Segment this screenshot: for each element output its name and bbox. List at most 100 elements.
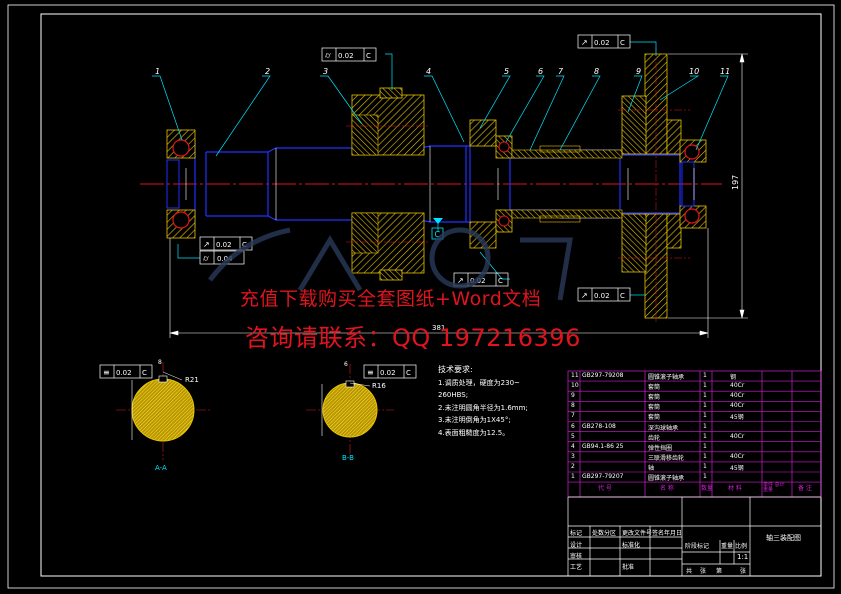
bom-cell-material: 40Cr	[730, 452, 745, 460]
watermark-line-2: 咨询请联系：QQ 197216396	[245, 324, 581, 352]
bom-cell-qty: 1	[703, 382, 707, 390]
bom-cell-qty: 1	[703, 452, 707, 460]
bom-row-index: 10	[571, 382, 579, 390]
bom-row-index: 7	[571, 412, 575, 420]
bom-cell-code: GB297-79208	[582, 372, 624, 379]
svg-text:6: 6	[538, 67, 543, 76]
svg-text:0.02: 0.02	[594, 292, 610, 300]
tech-item: 1.调质处理，硬度为230~	[438, 378, 520, 387]
bom-cell-material: 45钢	[730, 414, 744, 422]
svg-text:C: C	[366, 52, 371, 60]
tolerance-frame-right: ↗ 0.02 C	[577, 287, 631, 302]
svg-text:7: 7	[558, 67, 564, 76]
tolerance-frame-top-left: ⌭ 0.02 C	[321, 47, 377, 62]
svg-text:↗: ↗	[457, 276, 464, 285]
dim-height: 197	[731, 175, 740, 190]
bom-cell-material: 40Cr	[730, 432, 745, 440]
bom-cell-code: GB297-79207	[582, 473, 624, 480]
svg-text:0.02: 0.02	[338, 52, 354, 60]
bearing-6	[495, 135, 513, 233]
tech-item: 3.未注明倒角为1X45°;	[438, 416, 511, 424]
tb-label: 工艺	[570, 564, 583, 571]
bom-cell-qty: 1	[703, 392, 707, 400]
bom-header-weight: 单件 总计 重量	[763, 482, 785, 494]
tech-title: 技术要求:	[438, 365, 473, 374]
svg-text:↗: ↗	[203, 240, 210, 249]
sheet-border	[7, 4, 835, 589]
stage-label: 阶段标记	[685, 543, 710, 550]
sheet-label: 张	[700, 568, 707, 575]
watermark-line-1: 充值下载购买全套图纸+Word文档	[240, 288, 542, 310]
tolerance-frame-top-right: ↗ 0.02 C	[577, 34, 631, 49]
bom-cell-name: 齿轮	[648, 434, 661, 442]
svg-text:⌭: ⌭	[203, 254, 209, 263]
svg-text:1: 1	[155, 67, 160, 76]
bom-cell-name: 圆锥滚子轴承	[648, 374, 685, 381]
tb-label: 签名	[652, 530, 665, 537]
bom-row-index: 2	[571, 462, 575, 470]
bom-cell-material: 40Cr	[730, 402, 745, 410]
bom-cell-qty: 1	[703, 473, 707, 480]
svg-text:8: 8	[158, 359, 162, 366]
bom-cell-name: 套筒	[648, 394, 661, 402]
bom-cell-name: 轴	[648, 464, 655, 472]
leader-lines	[152, 41, 729, 296]
bom-row-index: 5	[571, 432, 575, 440]
bom-cell-code: GB94.1-86 25	[582, 442, 624, 450]
svg-text:0.02: 0.02	[380, 369, 396, 377]
bom-row-index: 6	[571, 422, 575, 430]
bom-cell-qty: 1	[703, 442, 707, 450]
tb-label: 更改文件号	[622, 530, 653, 537]
watermark-logo	[208, 227, 573, 301]
svg-text:B-B: B-B	[342, 454, 354, 462]
svg-text:C: C	[406, 369, 411, 377]
bom-cell-qty: 1	[703, 372, 707, 379]
tb-label: 设计	[570, 542, 583, 549]
scale-value: 1:1	[737, 553, 749, 561]
svg-text:0.02: 0.02	[594, 39, 610, 47]
bom-row-index: 9	[571, 392, 575, 400]
section-b: R16 6 B-B ≡ 0.02 C	[306, 361, 417, 462]
svg-text:4: 4	[426, 67, 431, 76]
gear-3	[346, 87, 430, 281]
svg-text:3: 3	[323, 67, 328, 76]
section-a: R21 8 A-A ≡ 0.02 C	[99, 359, 210, 472]
bom-header-material: 材 料	[728, 485, 742, 493]
tech-item: 2.未注明圆角半径为1.6mm;	[438, 403, 528, 412]
svg-text:2: 2	[265, 67, 270, 76]
bom-cell-name: 深沟球轴承	[648, 424, 679, 432]
bom-row-index: 4	[571, 442, 575, 450]
tech-item: 260HBS;	[438, 391, 469, 399]
tb-label: 标准化	[622, 542, 641, 549]
bom-row-index: 3	[571, 452, 575, 460]
drawing-name: 轴三装配图	[766, 534, 801, 542]
sliding-gear-10	[618, 48, 690, 324]
sheet-label: 第	[716, 568, 723, 575]
bom-cell-qty: 1	[703, 432, 707, 440]
bom-cell-code: GB278-108	[582, 422, 616, 430]
bom-cell-name: 圆锥滚子轴承	[648, 475, 685, 482]
bom-cell-name: 套筒	[648, 404, 661, 412]
bom-cell-name: 三联滑移齿轮	[648, 454, 685, 462]
bom-cell-material: 钢	[730, 374, 737, 381]
sheet-label: 共	[686, 568, 693, 575]
svg-text:0.04: 0.04	[217, 255, 233, 263]
bom-header-code: 代 号	[598, 485, 612, 493]
scale-label: 比例	[735, 543, 748, 550]
right-bearing	[679, 139, 707, 229]
svg-text:C: C	[620, 292, 625, 300]
bom-cell-qty: 1	[703, 462, 707, 470]
svg-text:8: 8	[594, 67, 599, 76]
svg-text:10: 10	[689, 67, 699, 76]
weight-label: 重量	[721, 543, 734, 550]
sleeve-5	[469, 119, 497, 249]
dim-overall-length: 381	[432, 324, 445, 332]
bom-cell-name: 套筒	[648, 384, 661, 392]
svg-text:C: C	[620, 39, 625, 47]
bom-cell-name: 套筒	[648, 414, 661, 422]
tb-label: 标记	[570, 530, 583, 537]
svg-text:11: 11	[720, 67, 730, 76]
bom-cell-qty: 1	[703, 422, 707, 430]
